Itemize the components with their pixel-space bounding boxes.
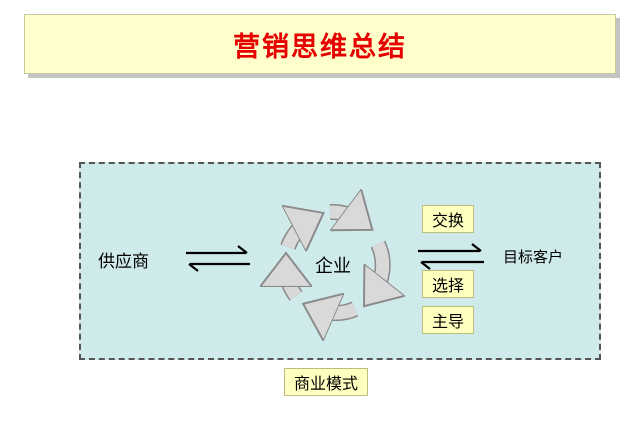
exchange-badge: 交换 (422, 205, 474, 233)
supplier-exchange-arrows-icon (186, 245, 250, 272)
customer-exchange-arrows-icon (418, 243, 484, 270)
enterprise-label: 企业 (315, 256, 351, 277)
title-banner: 营销思维总结 (24, 14, 616, 74)
select-badge: 选择 (422, 270, 474, 298)
lead-badge: 主导 (422, 306, 474, 334)
page-title: 营销思维总结 (233, 31, 407, 63)
business-model-label: 商业模式 (284, 368, 368, 396)
target-customer-label: 目标客户 (503, 248, 564, 266)
supplier-label: 供应商 (98, 252, 149, 272)
cycle-arrows-icon (286, 212, 383, 313)
